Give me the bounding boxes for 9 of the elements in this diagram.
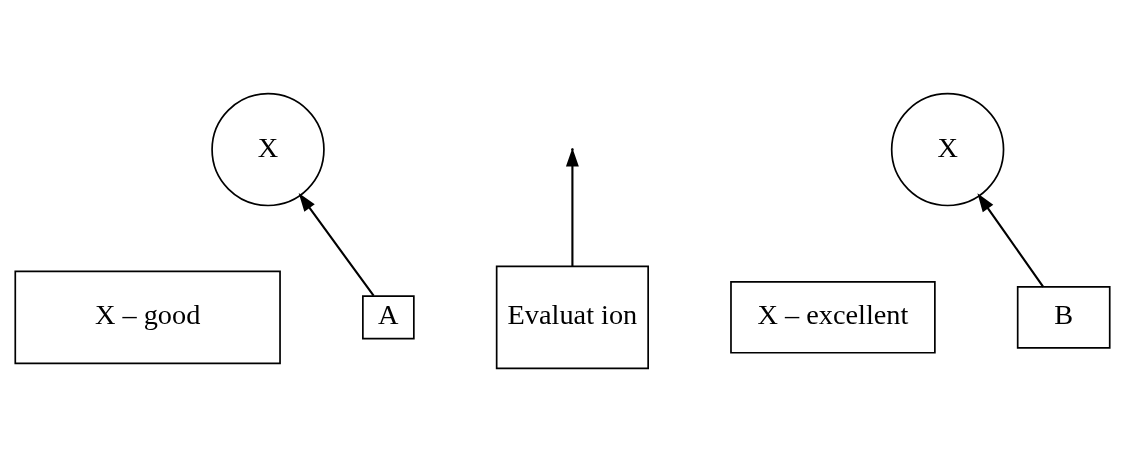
arrow xyxy=(298,193,375,297)
node-circle: X xyxy=(211,92,325,207)
arrow xyxy=(977,193,1045,288)
node-box: B xyxy=(1016,286,1111,349)
node-box: Evaluat ion xyxy=(495,265,649,370)
node-box: A xyxy=(362,295,415,340)
node-box: X – good xyxy=(14,270,281,365)
node-circle: X xyxy=(890,92,1005,207)
node-box: X – excellent xyxy=(730,281,936,354)
